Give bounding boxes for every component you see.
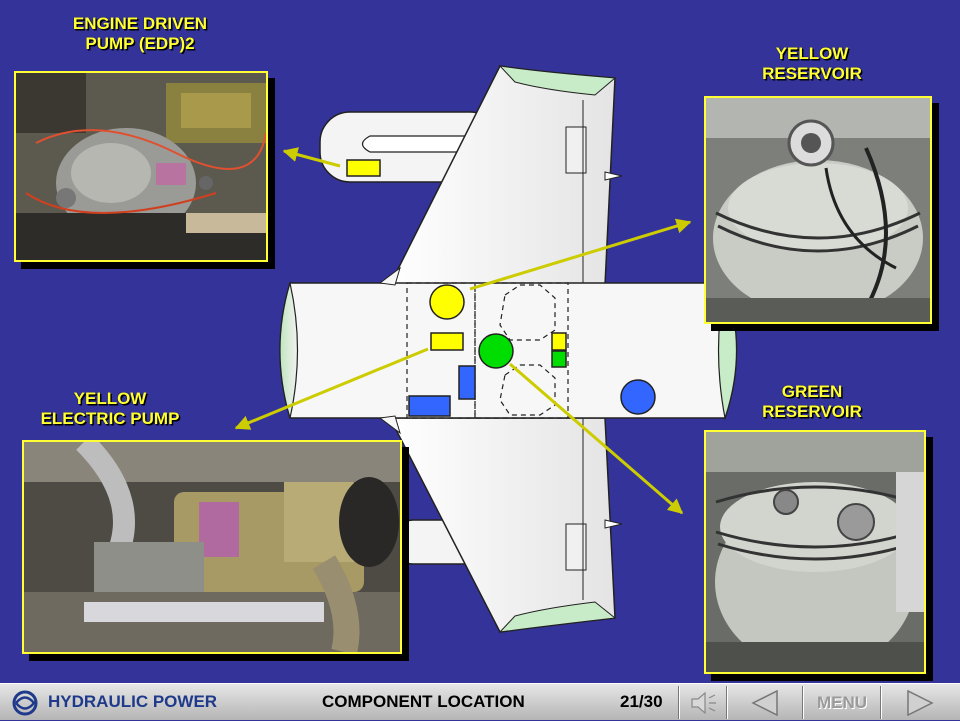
page-indicator: 21/30 bbox=[620, 692, 663, 711]
photo-green-reservoir bbox=[704, 430, 926, 674]
photo-yellow-electric-pump bbox=[22, 440, 402, 654]
next-button[interactable] bbox=[882, 684, 958, 721]
speaker-icon bbox=[691, 691, 716, 714]
label-edp: ENGINE DRIVEN PUMP (EDP)2 bbox=[72, 14, 208, 53]
label-green-reservoir: GREEN RESERVOIR bbox=[762, 382, 862, 421]
green-reservoir-marker[interactable] bbox=[478, 333, 514, 369]
yellow-filter-marker[interactable] bbox=[551, 332, 567, 351]
green-filter-marker[interactable] bbox=[551, 350, 567, 368]
arrow-yellow-reservoir bbox=[469, 218, 692, 291]
aircraft-schematic bbox=[234, 65, 738, 633]
label-yellow-reservoir: YELLOW RESERVOIR bbox=[762, 44, 862, 83]
previous-button[interactable] bbox=[728, 684, 802, 721]
blue-reservoir-marker[interactable] bbox=[620, 379, 656, 415]
module-title: HYDRAULIC POWER bbox=[48, 692, 218, 711]
yellow-electric-pump-marker[interactable] bbox=[430, 332, 464, 351]
hydraulic-bay-outline bbox=[406, 282, 569, 419]
sound-button[interactable] bbox=[680, 684, 726, 721]
logo-swirl-icon bbox=[10, 684, 40, 721]
section-title: COMPONENT LOCATION bbox=[322, 692, 525, 711]
photo-edp bbox=[14, 71, 268, 262]
bottom-nav-bar: HYDRAULIC POWER COMPONENT LOCATION 21/30… bbox=[0, 683, 960, 720]
blue-component-marker[interactable] bbox=[458, 365, 476, 400]
label-yellow-electric-pump: YELLOW ELECTRIC PUMP bbox=[40, 389, 180, 428]
yellow-reservoir-marker[interactable] bbox=[429, 284, 465, 320]
menu-button[interactable]: MENU bbox=[816, 692, 868, 712]
arrow-green-reservoir bbox=[509, 362, 684, 515]
edp-marker[interactable] bbox=[346, 159, 381, 177]
arrow-edp bbox=[282, 147, 341, 168]
blue-accumulator-marker[interactable] bbox=[408, 395, 451, 417]
previous-arrow-icon bbox=[751, 689, 778, 716]
photo-yellow-reservoir bbox=[704, 96, 932, 324]
arrow-yellow-electric-pump bbox=[234, 347, 429, 430]
next-arrow-icon bbox=[907, 689, 934, 716]
